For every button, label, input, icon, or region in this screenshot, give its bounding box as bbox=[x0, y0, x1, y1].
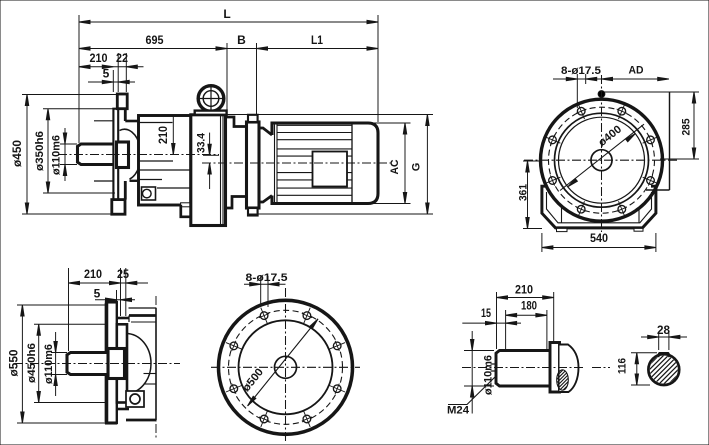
svg-text:ø450: ø450 bbox=[10, 140, 24, 167]
svg-text:L1: L1 bbox=[311, 33, 323, 47]
svg-text:8-ø17.5: 8-ø17.5 bbox=[246, 272, 288, 284]
svg-text:5: 5 bbox=[94, 287, 101, 301]
svg-text:G: G bbox=[411, 163, 423, 172]
svg-text:8-ø17.5: 8-ø17.5 bbox=[561, 65, 601, 77]
svg-text:210: 210 bbox=[515, 283, 533, 297]
svg-text:AC: AC bbox=[389, 159, 401, 174]
svg-text:22: 22 bbox=[116, 51, 128, 65]
svg-text:ø110m6: ø110m6 bbox=[43, 344, 55, 384]
svg-text:695: 695 bbox=[146, 33, 164, 47]
svg-text:285: 285 bbox=[681, 119, 693, 136]
svg-text:210: 210 bbox=[90, 51, 108, 65]
svg-text:210: 210 bbox=[84, 267, 102, 281]
svg-text:ø350h6: ø350h6 bbox=[34, 131, 46, 171]
svg-text:180: 180 bbox=[521, 299, 537, 313]
svg-text:540: 540 bbox=[590, 231, 608, 245]
svg-text:ø110m6: ø110m6 bbox=[483, 355, 495, 395]
svg-text:15: 15 bbox=[481, 306, 491, 320]
svg-text:5: 5 bbox=[103, 67, 110, 81]
svg-text:B: B bbox=[237, 33, 246, 47]
svg-text:ø110m6: ø110m6 bbox=[51, 135, 63, 175]
svg-text:L: L bbox=[223, 7, 230, 21]
svg-text:ø450h6: ø450h6 bbox=[26, 343, 38, 383]
svg-text:28: 28 bbox=[657, 323, 670, 337]
svg-text:361: 361 bbox=[518, 184, 530, 201]
svg-text:AD: AD bbox=[629, 65, 644, 77]
svg-text:25: 25 bbox=[117, 267, 129, 281]
svg-text:116: 116 bbox=[617, 358, 629, 374]
svg-text:210: 210 bbox=[156, 126, 170, 144]
svg-text:M24: M24 bbox=[447, 405, 470, 417]
svg-text:ø550: ø550 bbox=[7, 349, 21, 376]
svg-text:33.4: 33.4 bbox=[196, 132, 208, 153]
